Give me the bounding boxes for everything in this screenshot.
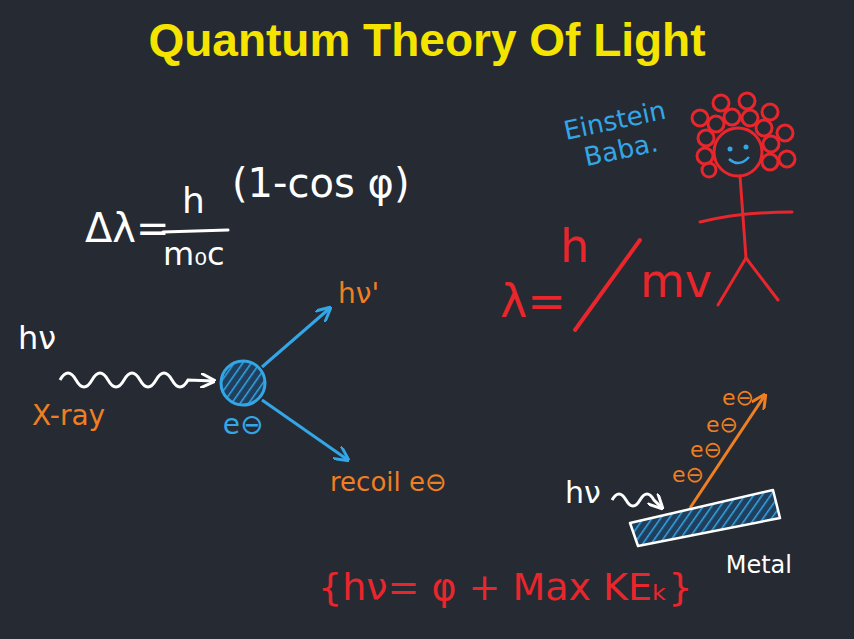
- hair-curl: [697, 148, 713, 164]
- equation: {hν= φ + Max KEₖ}: [318, 566, 692, 610]
- particle-label: e⊖: [223, 409, 264, 441]
- electron-label: e⊖: [706, 412, 738, 437]
- hair-curl: [777, 125, 793, 141]
- title: Quantum Theory Of Light: [0, 14, 854, 67]
- note: Einstein Baba.: [543, 92, 692, 180]
- circle-outline: [219, 359, 267, 407]
- electron-circle: e⊖: [217, 359, 269, 443]
- electron-label: e⊖: [722, 385, 754, 410]
- electron-label: e⊖: [672, 462, 704, 487]
- ray-label: X-ray: [32, 400, 105, 432]
- electron-arrow: [690, 395, 765, 508]
- electron-label: e⊖: [690, 437, 722, 462]
- hair-curl: [762, 154, 778, 170]
- hair-curl: [708, 116, 724, 132]
- hair-curl: [692, 110, 708, 126]
- electron-shape: [221, 361, 265, 405]
- formula-part: (1-cos φ): [232, 160, 410, 206]
- hair-curl: [713, 95, 729, 111]
- hair-curl: [762, 104, 778, 120]
- photon-label: hν: [18, 320, 56, 357]
- photon-wave: [60, 373, 214, 387]
- formula-part: h: [182, 180, 205, 221]
- scatter-arrow: [262, 308, 330, 367]
- photon-label: hν: [565, 476, 601, 511]
- leg: [718, 258, 746, 305]
- smile: [729, 157, 749, 163]
- formula-part: m₀c: [163, 236, 225, 273]
- material-label: Metal: [726, 552, 792, 580]
- hair-curl: [702, 163, 716, 177]
- hair-curl: [763, 136, 779, 152]
- metal-shape: [630, 490, 780, 546]
- body: [740, 176, 746, 258]
- head: [714, 128, 762, 176]
- hair-curl: [739, 93, 755, 109]
- fraction-bar: [163, 230, 228, 232]
- particle-label: recoil e⊖: [330, 468, 447, 498]
- formula-part: h: [560, 220, 589, 273]
- leg: [746, 258, 778, 300]
- photon-label: hν': [338, 278, 379, 310]
- eye: [744, 145, 749, 150]
- formula-part: mv: [640, 255, 712, 308]
- photon-wave: [612, 494, 662, 508]
- formula-part: λ=: [500, 275, 566, 328]
- hair-curl: [756, 120, 772, 136]
- formula-part: Δλ=: [85, 205, 170, 251]
- metal-plate: Metal: [628, 478, 792, 582]
- recoil-arrow: [262, 400, 348, 460]
- eye: [728, 147, 733, 152]
- hair-curl: [724, 109, 740, 125]
- arms: [700, 212, 792, 222]
- plate-outline: [628, 478, 788, 550]
- hair-curl: [779, 151, 795, 167]
